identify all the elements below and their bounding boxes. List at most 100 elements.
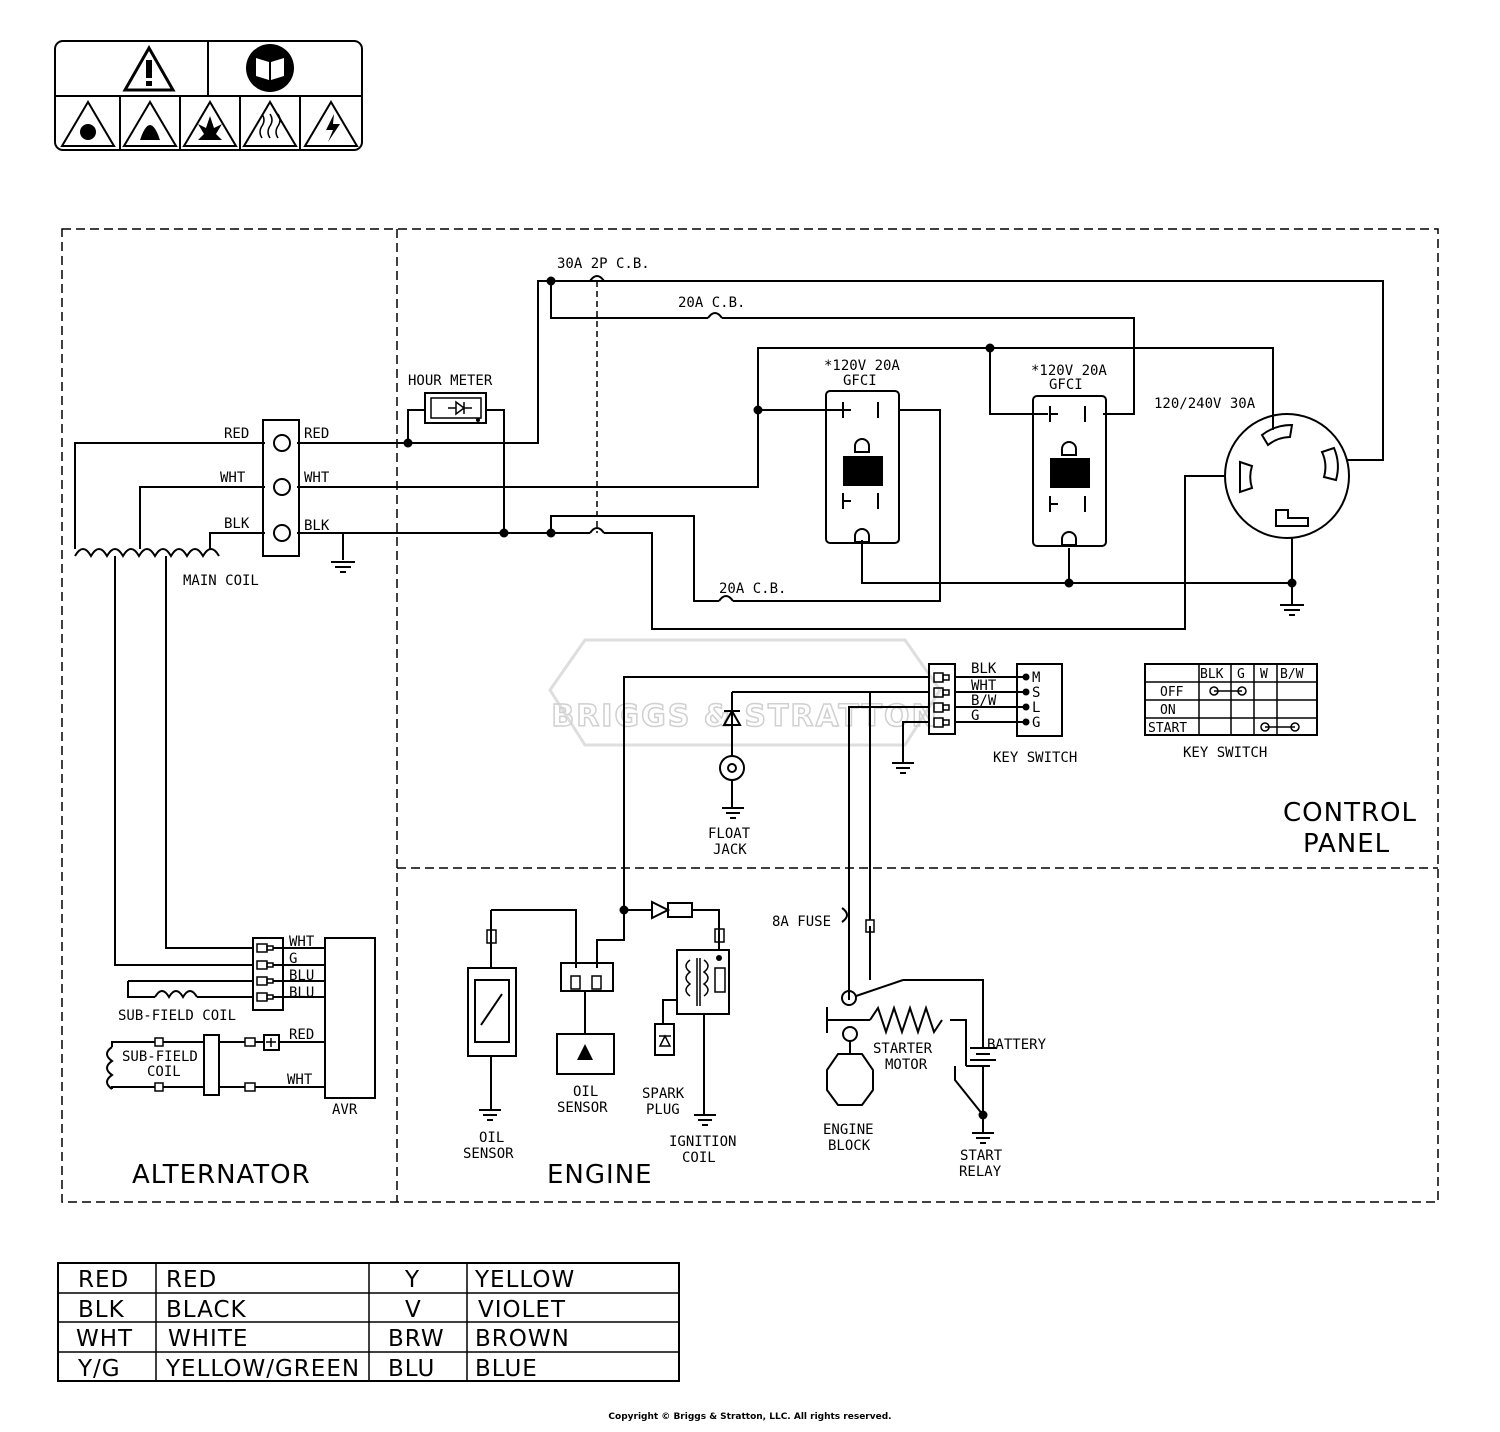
starter-motor-label-2: MOTOR <box>885 1057 928 1073</box>
avr-label: AVR <box>332 1102 358 1118</box>
legend-name2-3: BLUE <box>475 1356 538 1382</box>
twistlock-label: 120/240V 30A <box>1154 396 1256 412</box>
watermark-text: BRIGGS & STRATTON <box>551 699 938 734</box>
red-left-label: RED <box>224 426 249 442</box>
gfci-receptacle-2 <box>1032 395 1107 547</box>
main-coil: MAIN COIL <box>74 548 259 589</box>
avr-blu2-label: BLU <box>289 985 314 1001</box>
gfci1-rating: *120V 20A <box>824 358 900 374</box>
float-jack <box>719 692 745 808</box>
engine-label: ENGINE <box>547 1160 653 1190</box>
avr-wht2-label: WHT <box>287 1072 313 1088</box>
float-jack-label-1: FLOAT <box>708 826 751 842</box>
gfci2-label: GFCI <box>1049 377 1083 393</box>
avr-wht-label: WHT <box>289 934 315 950</box>
legend-abbr2-1: V <box>405 1297 422 1323</box>
ks-terminal-s: S <box>1032 685 1040 701</box>
ground-symbols <box>331 561 1304 1144</box>
legend-abbr2-2: BRW <box>388 1326 445 1352</box>
starter-circuit <box>826 907 996 1133</box>
avr-red-label: RED <box>289 1027 314 1043</box>
shock-hazard-icon <box>303 100 359 147</box>
key-switch-logic-table: BLK G W B/W OFF ON START <box>1144 663 1318 736</box>
start-relay-label-2: RELAY <box>959 1164 1002 1180</box>
main-terminal-block <box>262 419 300 557</box>
gfci1-label: GFCI <box>843 373 877 389</box>
wht-left-label: WHT <box>220 470 246 486</box>
kt-header-w: W <box>1260 667 1268 682</box>
hour-meter-label: HOUR METER <box>408 373 493 389</box>
control-panel-label-2: PANEL <box>1303 829 1390 859</box>
oil-sensor-label-2: SENSOR <box>557 1100 608 1116</box>
gfci2-rating: *120V 20A <box>1031 363 1107 379</box>
blk-right-label: BLK <box>304 518 330 534</box>
red-right-label: RED <box>304 426 329 442</box>
kt-header-blk: BLK <box>1200 667 1224 682</box>
float-jack-label-2: JACK <box>713 842 747 858</box>
starter-motor-label-1: STARTER <box>873 1041 933 1057</box>
junction-dots <box>403 276 1297 1120</box>
wire-color-legend: RED RED Y YELLOW BLK BLACK V VIOLET WHT … <box>57 1262 680 1382</box>
engine-components <box>467 900 730 1115</box>
avr-blu1-label: BLU <box>289 968 314 984</box>
legend-abbr-1: BLK <box>78 1297 125 1323</box>
ks-wire-g: G <box>971 708 979 724</box>
key-switch-table-label: KEY SWITCH <box>1183 745 1267 761</box>
fuse-label: 8A FUSE <box>772 914 831 930</box>
wires <box>74 275 1384 630</box>
legend-abbr-2: WHT <box>76 1326 133 1352</box>
toxic-fumes-icon <box>60 100 116 147</box>
hot-surface-icon <box>242 100 298 147</box>
kt-row-on: ON <box>1160 703 1176 718</box>
cb-main-label: 30A 2P C.B. <box>557 256 650 272</box>
hour-meter: HOUR METER <box>408 373 493 424</box>
twistlock-receptacle <box>1224 413 1350 539</box>
legend-abbr-0: RED <box>78 1267 129 1293</box>
ks-wire-wht: WHT <box>971 678 997 694</box>
legend-name-3: YELLOW/GREEN <box>165 1356 360 1382</box>
engine-block-label-1: ENGINE <box>823 1122 874 1138</box>
kt-header-bw: B/W <box>1280 667 1304 682</box>
subfield-coil2-label-2: COIL <box>147 1064 181 1080</box>
read-manual-icon <box>246 44 294 92</box>
explosion-icon <box>182 100 238 147</box>
legend-abbr-3: Y/G <box>77 1356 121 1382</box>
warning-icons-panel <box>54 40 363 151</box>
avr-g-label: G <box>289 951 297 967</box>
avr-module <box>106 556 376 1099</box>
legend-abbr2-3: BLU <box>388 1356 435 1382</box>
key-switch-label: KEY SWITCH <box>993 750 1077 766</box>
main-coil-label: MAIN COIL <box>183 573 259 589</box>
ks-terminal-m: M <box>1032 670 1040 686</box>
wht-right-label: WHT <box>304 470 330 486</box>
oil-sensor-left-label-2: SENSOR <box>463 1146 514 1162</box>
blk-left-label: BLK <box>224 516 250 532</box>
legend-name-1: BLACK <box>166 1297 247 1323</box>
region-borders <box>61 228 1439 1203</box>
subfield-coil2-label-1: SUB-FIELD <box>122 1049 198 1065</box>
legend-name2-1: VIOLET <box>478 1297 566 1323</box>
key-switch <box>623 663 1063 1000</box>
legend-name-0: RED <box>166 1267 217 1293</box>
warning-triangle-icon <box>122 44 176 92</box>
ks-wire-blk: BLK <box>971 661 997 677</box>
ks-terminal-g: G <box>1032 715 1040 731</box>
subfield-coil-label: SUB-FIELD COIL <box>118 1008 236 1024</box>
kt-row-off: OFF <box>1160 685 1184 700</box>
engine-block-label-2: BLOCK <box>828 1138 871 1154</box>
ks-wire-bw: B/W <box>971 693 997 709</box>
kt-row-start: START <box>1148 721 1187 736</box>
ignition-coil-label-2: COIL <box>682 1150 716 1166</box>
gfci-receptacle-1 <box>825 390 900 544</box>
alternator-label: ALTERNATOR <box>132 1160 311 1190</box>
spark-plug-label-1: SPARK <box>642 1086 685 1102</box>
legend-name2-2: BROWN <box>475 1326 570 1352</box>
ignition-coil-label-1: IGNITION <box>669 1134 736 1150</box>
control-panel-label-1: CONTROL <box>1283 798 1417 828</box>
cb-20a-label-bottom: 20A C.B. <box>719 581 786 597</box>
battery-label: BATTERY <box>987 1037 1047 1053</box>
spark-plug-label-2: PLUG <box>646 1102 680 1118</box>
fire-icon <box>122 100 178 147</box>
watermark: BRIGGS & STRATTON <box>548 638 942 747</box>
legend-abbr2-0: Y <box>404 1267 420 1293</box>
